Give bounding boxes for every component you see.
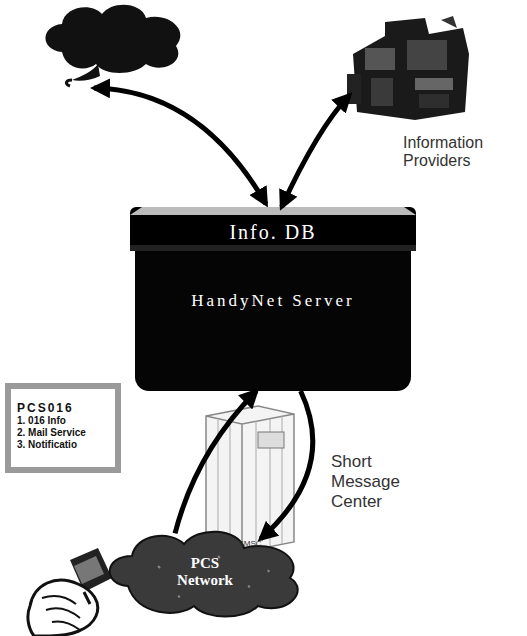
node-text: PCS016 — [17, 401, 109, 415]
callout-label: Short Message Center — [331, 452, 426, 512]
database-band: Info. DB — [130, 207, 416, 251]
provider-machine: Information Providers — [345, 14, 495, 170]
node-text: Info. DB — [229, 215, 316, 244]
node-text: 2. Mail Service — [17, 427, 109, 439]
phone-screen: PCS0161. 016 Info2. Mail Service3. Notif… — [5, 383, 121, 473]
connector-arrow — [282, 95, 350, 207]
network-cloud: PCS Network — [98, 526, 312, 618]
node-text: SMSC — [238, 539, 261, 548]
node-text: 1. 016 Info — [17, 415, 109, 427]
hand-with-phone — [28, 548, 112, 636]
cloud-db-arrow — [94, 88, 266, 204]
server-box: HandyNet Server — [135, 251, 411, 391]
node-text: HandyNet Server — [191, 291, 355, 311]
node-text: PCS Network — [170, 555, 240, 589]
node-text: 3. Notificatio — [17, 439, 109, 451]
internet-cloud — [46, 5, 181, 86]
node-text: Information Providers — [403, 134, 495, 170]
